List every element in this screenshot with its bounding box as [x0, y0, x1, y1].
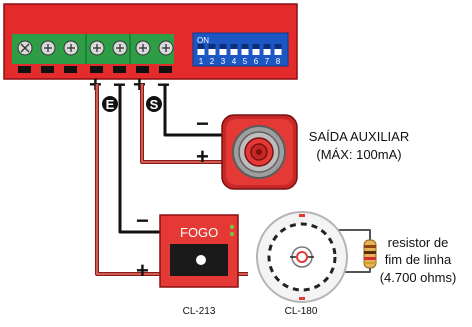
dip-switch-number-4: 4 — [232, 57, 237, 66]
wire-e-negative — [118, 84, 160, 234]
dip-switch-lever-7[interactable] — [263, 44, 271, 55]
manual-call-point: FOGO — [159, 214, 239, 288]
call-point-button-icon — [196, 255, 206, 265]
dip-switch-number-6: 6 — [254, 57, 259, 66]
wire-s-positive — [140, 84, 222, 164]
screw-icon — [112, 40, 128, 56]
wire-s-positive-core — [141, 84, 222, 163]
terminal-foot — [90, 66, 103, 73]
dip-switch-knob-1 — [197, 44, 205, 49]
dip-switch-lever-1[interactable] — [197, 44, 205, 55]
dip-switch-lever-8[interactable] — [274, 44, 282, 55]
terminal-s-badge — [146, 96, 162, 112]
terminal-foot — [18, 66, 31, 73]
resistor-label-line2: fim de linha — [385, 252, 452, 267]
resistor-label-line3: (4.700 ohms) — [380, 270, 457, 285]
screw-icon — [158, 40, 174, 56]
dip-switch-knob-5 — [241, 44, 249, 49]
smoke-detector-icon — [256, 211, 348, 303]
dip-switch-lever-5[interactable] — [241, 44, 249, 55]
dip-switch-lever-6[interactable] — [252, 44, 260, 55]
siren-icon — [221, 114, 298, 190]
status-led-icon — [229, 224, 235, 230]
aux-plus-sign: + — [196, 144, 209, 169]
mcp-model-label: CL-213 — [183, 306, 216, 317]
dip-switch-knob-7 — [263, 44, 271, 49]
resistor-label-line1: resistor de — [388, 235, 449, 250]
dip-switch-knob-4 — [230, 44, 238, 49]
mcp-plus-sign: + — [136, 258, 149, 283]
terminal-e-label: E — [106, 97, 115, 112]
dip-switch-lever-2[interactable] — [208, 44, 216, 55]
dip-switch-number-3: 3 — [221, 57, 226, 66]
dip-switch-lever-3[interactable] — [219, 44, 227, 55]
dip-on-label: ON — [197, 36, 209, 45]
dip-switch-knob-3 — [219, 44, 227, 49]
aux-minus-sign: − — [196, 111, 209, 136]
dip-switch-lever-4[interactable] — [230, 44, 238, 55]
screw-icon — [17, 40, 33, 56]
terminal-foot — [41, 66, 54, 73]
terminal-foot — [64, 66, 77, 73]
dip-switch-number-2: 2 — [210, 57, 215, 66]
dip-switch-knob-8 — [274, 44, 282, 49]
terminal-foot — [159, 66, 172, 73]
resistor-icon — [363, 239, 377, 269]
dip-switch-number-8: 8 — [276, 57, 281, 66]
terminal-s-label: S — [150, 97, 159, 112]
screw-icon — [63, 40, 79, 56]
mcp-minus-sign: − — [136, 208, 149, 233]
minus-sign-s: − — [157, 72, 170, 97]
terminal-foot — [136, 66, 149, 73]
screw-icon — [135, 40, 151, 56]
screw-icon — [40, 40, 56, 56]
terminal-e-badge — [102, 96, 118, 112]
dip-switch-knob-6 — [252, 44, 260, 49]
terminal-foot — [113, 66, 126, 73]
aux-output-title: SAÍDA AUXILIAR — [309, 129, 409, 144]
status-led-icon — [229, 231, 235, 237]
detector-model-label: CL-180 — [285, 306, 318, 317]
dip-switch-number-1: 1 — [199, 57, 204, 66]
aux-output-limit: (MÁX: 100mA) — [316, 147, 401, 162]
dip-switch-number-5: 5 — [243, 57, 248, 66]
dip-switch-knob-2 — [208, 44, 216, 49]
fogo-label: FOGO — [180, 225, 218, 240]
screw-icon — [89, 40, 105, 56]
dip-switch-number-7: 7 — [265, 57, 270, 66]
wire-s-negative — [163, 84, 222, 137]
